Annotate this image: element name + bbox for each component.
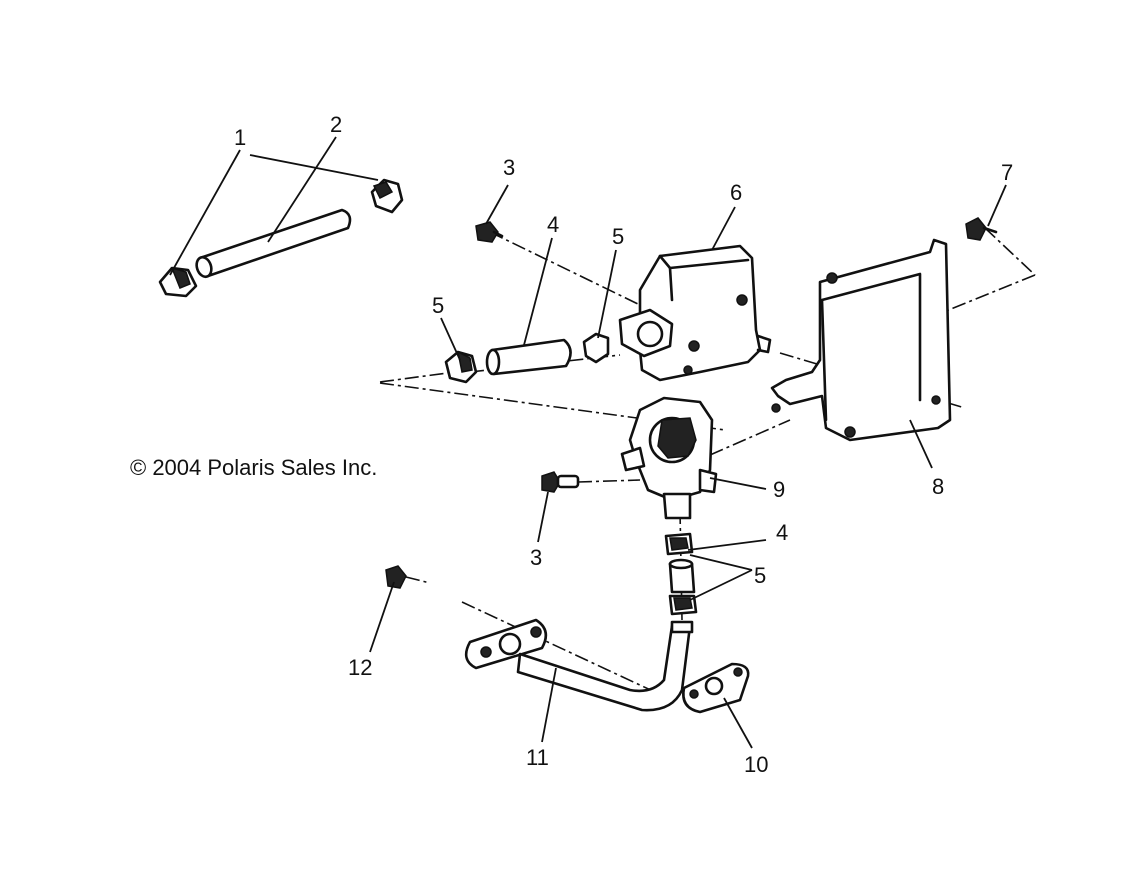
callout-4-lower: 4: [776, 520, 788, 545]
leader-lines: [169, 136, 1007, 749]
copyright-notice: © 2004 Polaris Sales Inc.: [130, 455, 377, 480]
callout-7: 7: [1001, 160, 1013, 185]
valve-part-9: [620, 396, 718, 520]
pipe-part-11: [464, 618, 694, 712]
callout-3-bottom: 3: [530, 545, 542, 570]
bolt-part-7: [965, 217, 998, 241]
hose-clamp-part-1-right: [370, 178, 404, 214]
callout-2: 2: [330, 112, 342, 137]
callout-5-lower: 5: [754, 563, 766, 588]
hose-clamp-part-1-left: [158, 266, 198, 298]
clamp-part-5-left: [444, 350, 478, 384]
callout-5-upper-left: 5: [432, 293, 444, 318]
hose-part-4-upper: [485, 338, 572, 376]
valve-part-6: [618, 244, 772, 382]
callout-9: 9: [773, 477, 785, 502]
bolt-part-3-top: [475, 221, 504, 243]
bolt-part-3-bottom: [541, 471, 580, 493]
callout-10: 10: [744, 752, 768, 777]
callout-12: 12: [348, 655, 372, 680]
lower-clamp-part-5a: [664, 532, 694, 556]
lower-hose-part-4: [668, 558, 696, 594]
callout-1: 1: [234, 125, 246, 150]
lower-clamp-part-5b: [668, 594, 698, 616]
callout-4-upper: 4: [547, 212, 559, 237]
callout-labels: 1 2 3 4 5 5 6 7 8 9 3 4 5 12 11 10: [234, 112, 1013, 777]
callout-3-top: 3: [503, 155, 515, 180]
bracket-part-8: [770, 238, 952, 442]
gasket-part-10: [682, 662, 750, 714]
callout-11: 11: [526, 745, 549, 770]
clamp-part-5-right: [582, 332, 610, 364]
callout-6: 6: [730, 180, 742, 205]
callout-5-upper-right: 5: [612, 224, 624, 249]
callout-8: 8: [932, 474, 944, 499]
bolt-part-12: [385, 565, 407, 589]
hose-part-2: [195, 208, 352, 279]
